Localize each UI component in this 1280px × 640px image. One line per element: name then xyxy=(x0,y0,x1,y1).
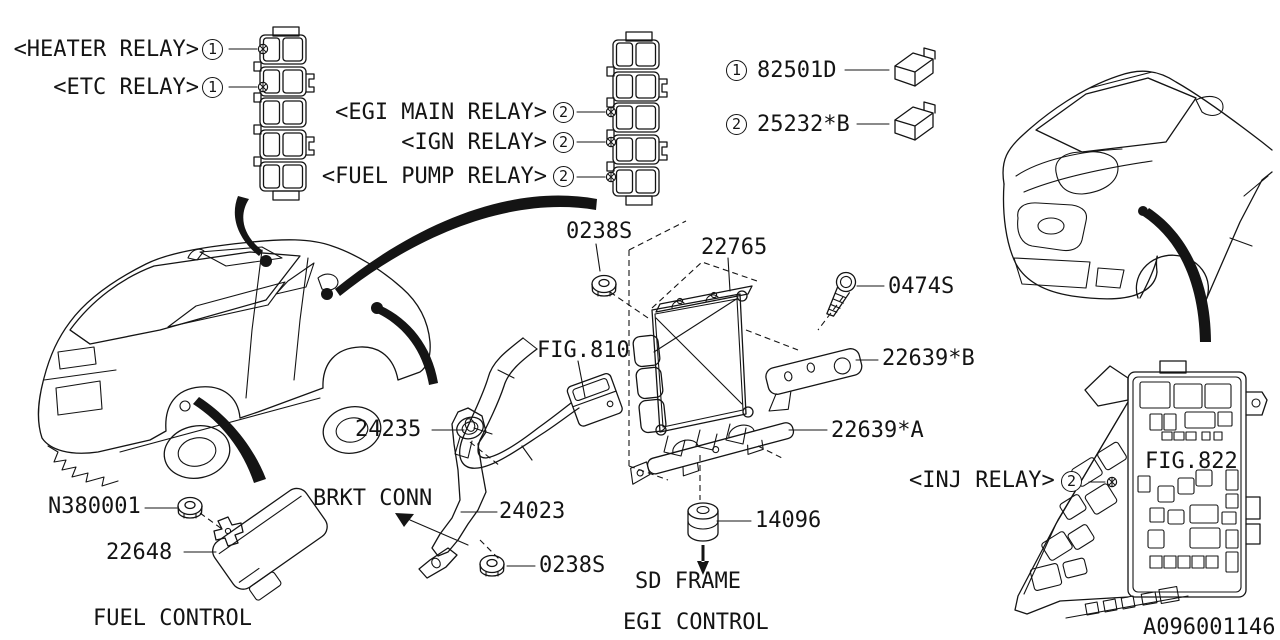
bracket-22639a xyxy=(630,422,795,485)
brkt-conn-note: BRKT CONN xyxy=(313,486,433,511)
part-label-24023[interactable]: 24023 xyxy=(499,499,566,524)
car-rear-view xyxy=(37,239,431,487)
arrow-to-relay-block-2 xyxy=(335,195,597,296)
relay-block-1 xyxy=(253,26,315,201)
part-label-0474s[interactable]: 0474S xyxy=(888,274,955,299)
callout-2-fuel-pump[interactable]: 2 xyxy=(553,166,574,187)
callout-2-egi-main[interactable]: 2 xyxy=(553,102,574,123)
callout-dot-ign-relay xyxy=(605,136,617,148)
harness-bracket-group xyxy=(395,337,623,579)
part-label-22648[interactable]: 22648 xyxy=(106,540,173,565)
harness-fig810 xyxy=(459,337,623,469)
egi-control-assembly xyxy=(591,220,863,575)
bolt-0474s xyxy=(826,271,857,317)
swoosh-arrows xyxy=(193,195,1211,483)
location-ring-fender xyxy=(179,400,191,412)
callout-dot-inj-relay xyxy=(1106,476,1118,488)
spacer-14096 xyxy=(687,502,719,575)
section-title-egi-control: EGI CONTROL xyxy=(623,610,769,635)
relay-icon-82501d xyxy=(894,47,936,87)
inj-relay-label: <INJ RELAY> xyxy=(909,468,1055,493)
leader-lines xyxy=(144,43,1118,567)
arrow-to-egi-control xyxy=(375,305,438,385)
part-label-14096[interactable]: 14096 xyxy=(755,508,822,533)
grommet-24235 xyxy=(454,416,484,459)
callout-1-etc[interactable]: 1 xyxy=(202,77,223,98)
callout-dot-fuel-pump-relay xyxy=(605,171,617,183)
callout-dot-egi-main-relay xyxy=(605,106,617,118)
fuel-module-22648 xyxy=(212,487,328,601)
section-title-fuel-control: FUEL CONTROL xyxy=(93,606,252,631)
part-label-22765[interactable]: 22765 xyxy=(701,235,768,260)
legend-callout-1[interactable]: 1 xyxy=(726,60,747,81)
location-dot-roof-2 xyxy=(321,288,333,300)
sd-frame-note: SD FRAME xyxy=(635,569,741,594)
fuel-control-group xyxy=(177,487,328,601)
callout-dot-heater-relay xyxy=(257,43,269,55)
side-panel-relays xyxy=(1029,441,1127,591)
callout-1-heater[interactable]: 1 xyxy=(202,39,223,60)
figure-ref-810[interactable]: FIG.810 xyxy=(537,338,630,363)
bracket-22639b xyxy=(765,348,863,412)
egi-main-relay-label: <EGI MAIN RELAY> xyxy=(335,100,547,125)
fuse-grid xyxy=(1137,381,1239,573)
part-label-n380001[interactable]: N380001 xyxy=(48,494,141,519)
callout-2-inj[interactable]: 2 xyxy=(1061,471,1082,492)
heater-relay-label: <HEATER RELAY> xyxy=(13,37,199,62)
ecu-22765 xyxy=(632,285,754,457)
arrow-to-relay-block-1 xyxy=(234,196,263,256)
relay-icon-25232b xyxy=(894,101,936,141)
etc-relay-label: <ETC RELAY> xyxy=(53,75,199,100)
part-label-0238s-bottom[interactable]: 0238S xyxy=(539,553,606,578)
part-label-22639a[interactable]: 22639*A xyxy=(831,418,924,443)
legend-part-82501d[interactable]: 82501D xyxy=(757,58,837,83)
fuel-module-bracket xyxy=(199,512,244,547)
diagram-number: A096001146 xyxy=(1143,615,1276,640)
car-front-view xyxy=(1002,70,1273,301)
sd-frame-arrow xyxy=(697,545,709,575)
bottom-connector-strip xyxy=(1065,585,1189,619)
brkt-conn-arrow xyxy=(395,513,469,546)
relay-block-2 xyxy=(606,31,668,206)
part-label-0238s-top[interactable]: 0238S xyxy=(566,219,633,244)
arrow-to-fuel-control xyxy=(193,397,266,483)
callout-2-ign[interactable]: 2 xyxy=(553,132,574,153)
fuel-pump-relay-label: <FUEL PUMP RELAY> xyxy=(321,164,547,189)
part-label-24235[interactable]: 24235 xyxy=(355,417,422,442)
part-label-22639b[interactable]: 22639*B xyxy=(882,346,975,371)
arrow-to-fuse-box xyxy=(1143,208,1211,342)
nut-n380001 xyxy=(177,496,203,519)
location-dot-roof-1 xyxy=(260,255,272,267)
legend-callout-2[interactable]: 2 xyxy=(726,114,747,135)
figure-ref-822[interactable]: FIG.822 xyxy=(1145,449,1238,474)
nut-0238s-top xyxy=(591,274,617,297)
bracket-24023 xyxy=(418,407,487,579)
ign-relay-label: <IGN RELAY> xyxy=(401,130,547,155)
fuse-box-fig822 xyxy=(1014,360,1268,619)
legend-part-25232b[interactable]: 25232*B xyxy=(757,112,850,137)
nut-0238s-bottom xyxy=(479,554,505,577)
callout-dot-etc-relay xyxy=(257,81,269,93)
